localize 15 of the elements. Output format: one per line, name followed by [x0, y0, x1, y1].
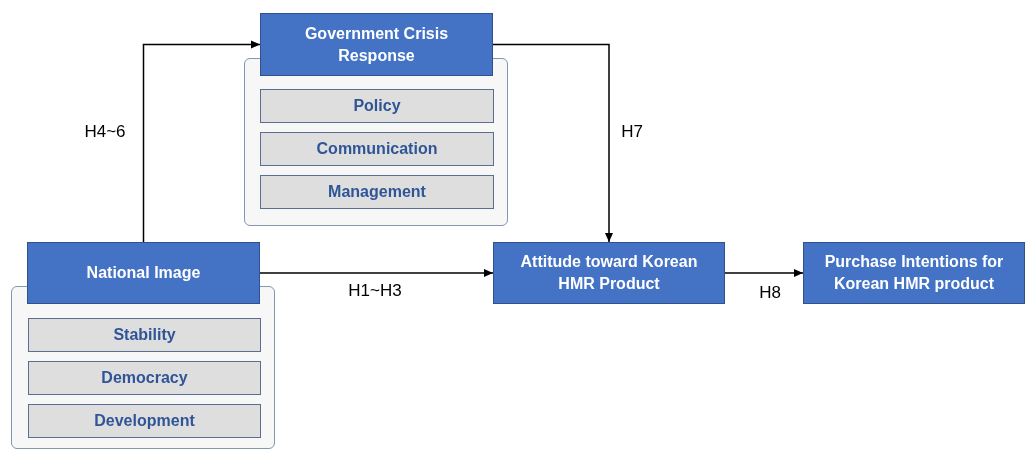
dimension-box: Development: [28, 404, 261, 438]
arrow: [259, 269, 494, 277]
group-panel: [11, 286, 275, 449]
arrow: [492, 43, 613, 243]
arrow: [724, 269, 804, 277]
dimension-box: Democracy: [28, 361, 261, 395]
dimension-box: Communication: [260, 132, 494, 166]
dimension-box: Policy: [260, 89, 494, 123]
construct-box: National Image: [27, 242, 260, 304]
arrow: [142, 40, 261, 243]
construct-box: Purchase Intentions for Korean HMR product: [803, 242, 1025, 304]
dimension-box: Management: [260, 175, 494, 209]
construct-box: Government Crisis Response: [260, 13, 493, 76]
construct-box: Attitude toward Korean HMR Product: [493, 242, 725, 304]
dimension-box: Stability: [28, 318, 261, 352]
